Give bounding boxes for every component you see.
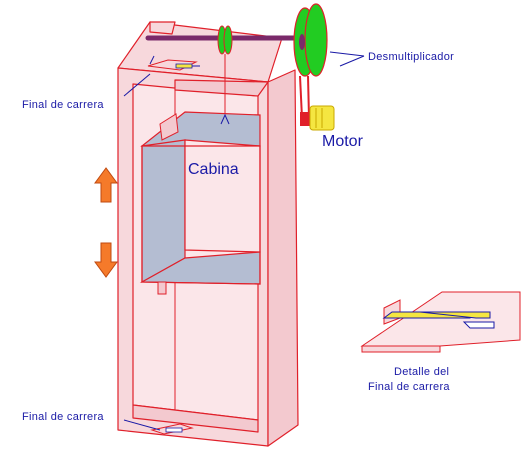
- cabin-guide-top: [159, 113, 179, 141]
- label-demultiplicador: Desmultiplicador: [368, 51, 454, 63]
- label-final-bottom: Final de carrera: [22, 411, 104, 423]
- limit-switch-detail: [360, 291, 521, 353]
- label-cabina: Cabina: [188, 161, 239, 178]
- down-arrow: [94, 242, 118, 278]
- drive-belt: [299, 75, 310, 119]
- label-detail-line1: Detalle del: [394, 366, 449, 378]
- cable-hook: [220, 113, 230, 125]
- cabin-guide-bottom: [157, 281, 167, 295]
- up-arrow: [94, 167, 118, 203]
- motor: [300, 105, 335, 131]
- top-limit-switch: [147, 55, 200, 71]
- demultiplicador-pulleys: [293, 3, 328, 77]
- label-detail-line2: Final de carrera: [368, 381, 450, 393]
- leader-lines: [123, 51, 365, 431]
- label-motor: Motor: [322, 133, 364, 150]
- label-final-top: Final de carrera: [22, 99, 104, 111]
- bottom-limit-switch: [150, 423, 194, 435]
- cabina: [139, 111, 261, 285]
- cable-pulley: [217, 25, 233, 115]
